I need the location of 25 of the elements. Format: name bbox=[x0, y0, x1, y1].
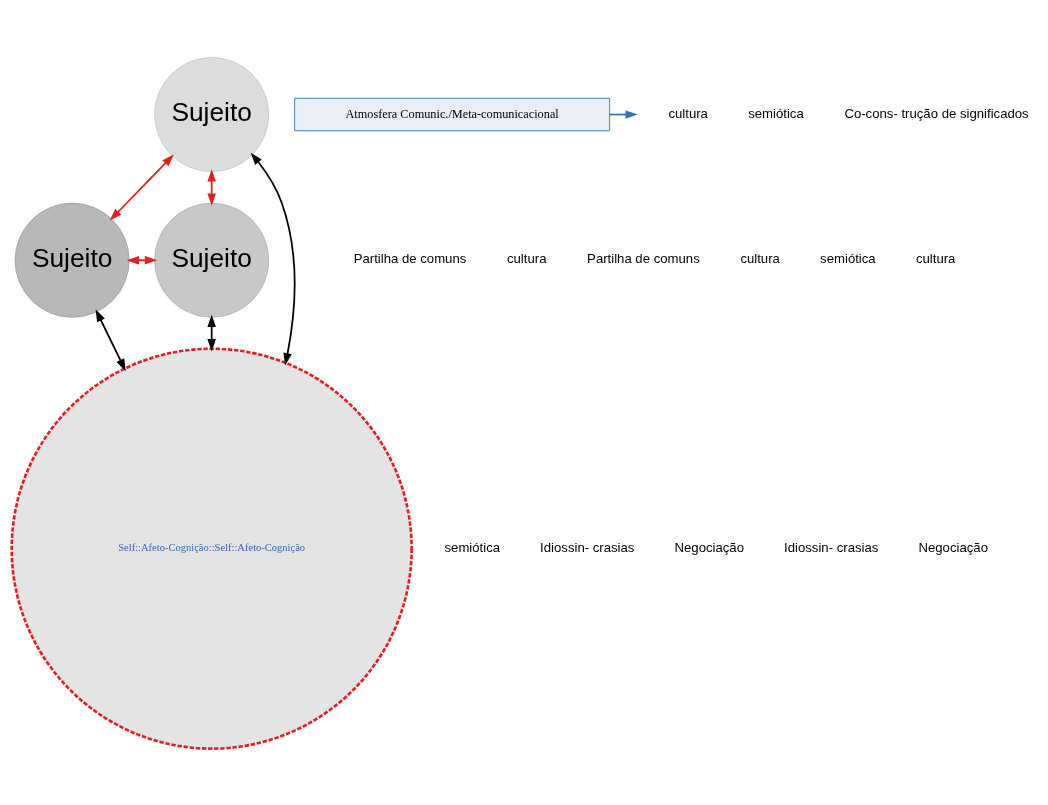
label: Idiossin- crasias bbox=[784, 539, 879, 555]
arrow bbox=[126, 255, 158, 265]
arrow bbox=[250, 152, 296, 365]
arrow bbox=[207, 168, 216, 206]
label: cultura bbox=[506, 250, 547, 266]
label: cultura bbox=[740, 250, 780, 266]
label: semiótica bbox=[820, 250, 876, 266]
arrow bbox=[207, 314, 216, 351]
label: Co-cons- trução de significados bbox=[844, 105, 1029, 121]
label: cultura bbox=[915, 250, 956, 266]
label: semiótica bbox=[748, 105, 804, 121]
label: Negociação bbox=[674, 539, 744, 555]
label: Negociação bbox=[918, 539, 988, 555]
arrow bbox=[95, 308, 126, 371]
node-box: Atmosfera Comunic./Meta-comunicacional bbox=[294, 97, 611, 131]
label: Idiossin- crasias bbox=[540, 539, 635, 555]
node-circle: Self::Afeto-Cognição::Self::Afeto-Cognição bbox=[10, 346, 413, 750]
node-circle: Sujeito bbox=[154, 56, 270, 172]
node-circle: Sujeito bbox=[14, 202, 130, 318]
label: Partilha de comuns bbox=[587, 250, 700, 266]
label: Partilha de comuns bbox=[353, 250, 467, 266]
label: cultura bbox=[668, 105, 708, 121]
label: semiótica bbox=[444, 539, 501, 555]
node-circle: Sujeito bbox=[154, 202, 270, 318]
arrow bbox=[109, 153, 174, 221]
